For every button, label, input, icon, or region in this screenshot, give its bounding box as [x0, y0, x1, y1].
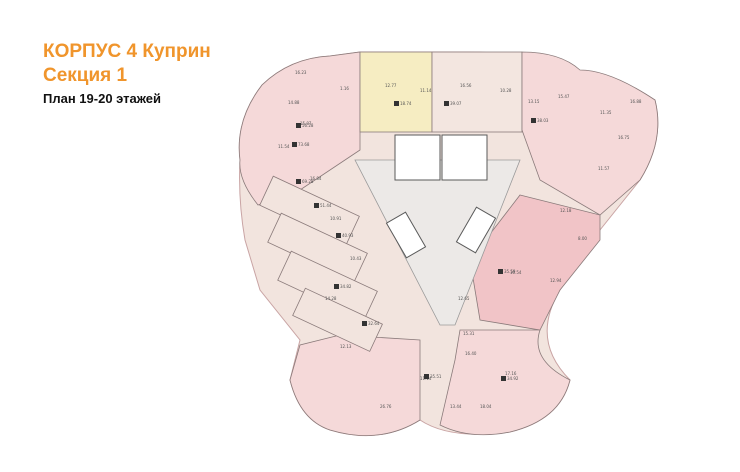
area-label: 16.40: [465, 351, 477, 356]
badge-area: 18.74: [400, 101, 412, 106]
apartment-bottom-left: [289, 334, 421, 436]
badge-marker: [501, 376, 506, 381]
apartment-badge: 51.44: [314, 203, 332, 208]
apartment-bottom-right: [439, 329, 571, 436]
apartment-badge: 39.07: [444, 101, 462, 106]
badge-marker: [362, 321, 367, 326]
badge-marker: [336, 233, 341, 238]
badge-area: 51.44: [320, 203, 332, 208]
badge-marker: [296, 123, 301, 128]
area-label: 10.28: [500, 88, 512, 93]
area-label: 8.00: [578, 236, 587, 241]
apartment-badge: 32.64: [362, 321, 380, 326]
area-label: 1.16: [340, 86, 349, 91]
badge-area: 34.82: [340, 284, 352, 289]
area-label: 12.94: [550, 278, 562, 283]
area-label: 14.88: [288, 100, 300, 105]
area-label: 16.75: [618, 135, 630, 140]
section-title: Секция 1: [43, 65, 128, 86]
badge-area: 35.59: [504, 269, 516, 274]
apartment-badge: 69.28: [296, 179, 314, 184]
badge-marker: [531, 118, 536, 123]
badge-area: 35.51: [430, 374, 442, 379]
area-label: 13.44: [450, 404, 462, 409]
elevator-core-right: [441, 134, 488, 181]
badge-area: 40.93: [342, 233, 354, 238]
apartment-badge: 34.82: [334, 284, 352, 289]
area-label: 11.54: [278, 144, 290, 149]
badge-marker: [394, 101, 399, 106]
area-label: 10.91: [330, 216, 342, 221]
apartment-badge: 18.74: [394, 101, 412, 106]
badge-marker: [334, 284, 339, 289]
area-label: 12.77: [385, 83, 397, 88]
badge-area: 39.07: [450, 101, 462, 106]
area-label: 17.16: [505, 371, 517, 376]
area-labels: 16.23 14.88 1.16 12.77 11.14 16.56 10.28 13.15 1…: [278, 70, 642, 409]
area-label: 16.84: [310, 176, 322, 181]
badge-marker: [292, 142, 297, 147]
badge-marker: [314, 203, 319, 208]
area-label: 12.13: [340, 344, 352, 349]
badge-marker: [296, 179, 301, 184]
area-label: 14.28: [325, 296, 337, 301]
apartment-badge: 73.68: [292, 142, 310, 147]
area-label: 16.23: [295, 70, 307, 75]
apartment-badge: 35.59: [498, 269, 516, 274]
area-label: 13.15: [528, 99, 540, 104]
badge-area: 73.68: [298, 142, 310, 147]
badge-area: 34.92: [507, 376, 519, 381]
badge-area: 32.64: [368, 321, 380, 326]
area-label: 18.04: [480, 404, 492, 409]
area-label: 12.18: [560, 208, 572, 213]
apartment-left-top: [238, 51, 361, 206]
apartment-badge: 56.28: [296, 123, 314, 128]
apartment-badges: 56.28 18.74 39.07 38.03 73.68 51.44 40.93 34.82…: [292, 101, 549, 381]
apartment-badge: 38.03: [531, 118, 549, 123]
stair-core-right: [455, 206, 497, 254]
area-label: 16.56: [460, 83, 472, 88]
apartment-badge: 34.92: [501, 376, 519, 381]
badge-area: 69.28: [302, 179, 314, 184]
area-label: 10.43: [350, 256, 362, 261]
title-block: КОРПУС 4 Куприн Секция 1 План 19-20 этаж…: [43, 40, 211, 107]
badge-area: 38.03: [537, 118, 549, 123]
area-label: 11.35: [600, 110, 612, 115]
area-label: 15.87: [300, 121, 312, 126]
apartment-badge: 40.93: [336, 233, 354, 238]
floor-plan-subtitle: План 19-20 этажей: [43, 91, 162, 106]
area-label: 15.47: [558, 94, 570, 99]
apartment-badge: 35.51: [424, 374, 442, 379]
stair-core-left: [385, 211, 427, 259]
area-label: 26.76: [380, 404, 392, 409]
apartment-top-right: [431, 51, 523, 133]
apartment-right-top: [521, 51, 659, 216]
badge-area: 56.28: [302, 123, 314, 128]
building-title: КОРПУС 4 Куприн: [43, 41, 211, 62]
badge-marker: [498, 269, 503, 274]
area-label: 11.14: [420, 88, 432, 93]
area-label: 12.65: [458, 296, 470, 301]
area-label: 10.54: [510, 270, 522, 275]
area-label: 11.57: [598, 166, 610, 171]
badge-marker: [444, 101, 449, 106]
area-label: 16.88: [630, 99, 642, 104]
apartment-left-4: [292, 287, 383, 352]
badge-marker: [424, 374, 429, 379]
area-label: 15.31: [463, 331, 475, 336]
elevator-core-left: [394, 134, 441, 181]
